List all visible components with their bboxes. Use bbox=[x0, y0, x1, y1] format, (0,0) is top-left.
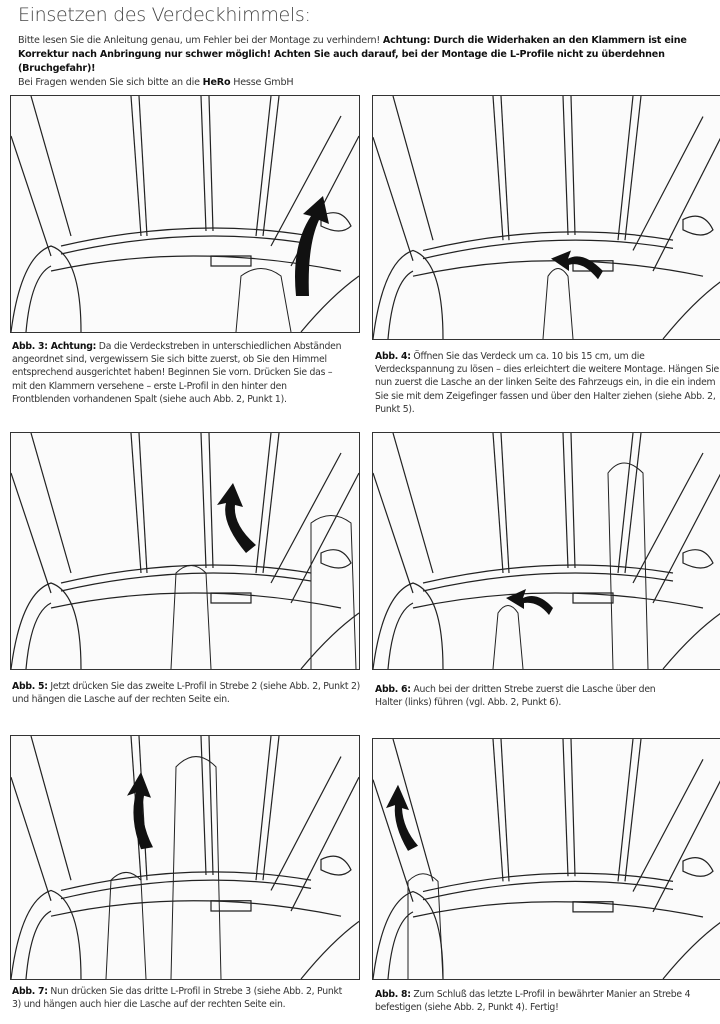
caption-text: Öffnen Sie das Verdeck um ca. 10 bis 15 … bbox=[375, 351, 719, 415]
caption-text: Auch bei der dritten Strebe zuerst die L… bbox=[375, 684, 656, 709]
caption-label: Abb. 3: bbox=[12, 341, 48, 352]
figure-8-illustration bbox=[372, 738, 720, 980]
caption-text: Jetzt drücken Sie das zweite L-Profil in… bbox=[12, 681, 361, 706]
arrow-icon bbox=[127, 772, 153, 850]
hand-drawing bbox=[407, 873, 444, 979]
figure-4-caption: Abb. 4: Öffnen Sie das Verdeck um ca. 10… bbox=[375, 350, 720, 416]
figure-4-illustration bbox=[372, 95, 720, 340]
arrow-icon bbox=[217, 483, 256, 553]
caption-text: Da die Verdeckstreben in unterschiedlich… bbox=[12, 341, 342, 405]
caption-lead: Achtung: bbox=[47, 341, 97, 352]
hands-drawing bbox=[105, 756, 222, 979]
caption-label: Abb. 4: bbox=[375, 351, 411, 362]
caption-text: Nun drücken Sie das dritte L-Profil in S… bbox=[12, 986, 343, 1011]
figure-8-caption: Abb. 8: Zum Schluß das letzte L-Profil i… bbox=[375, 988, 715, 1014]
caption-label: Abb. 7: bbox=[12, 986, 48, 997]
intro-sentence: Bitte lesen Sie die Anleitung genau, um … bbox=[18, 35, 383, 46]
hands-drawing bbox=[492, 462, 649, 669]
intro-contact: Bei Fragen wenden Sie sich bitte an die bbox=[18, 77, 203, 88]
arrow-icon bbox=[295, 196, 329, 296]
figure-3-caption: Abb. 3: Achtung: Da die Verdeckstreben i… bbox=[12, 340, 342, 406]
company-name: Hesse GmbH bbox=[230, 77, 294, 88]
arrow-icon bbox=[506, 589, 553, 615]
hands-drawing bbox=[170, 515, 357, 669]
hand-drawing bbox=[542, 267, 574, 339]
arrow-icon bbox=[551, 250, 603, 280]
figure-7-caption: Abb. 7: Nun drücken Sie das dritte L-Pro… bbox=[12, 985, 352, 1011]
figure-7-illustration bbox=[10, 735, 360, 980]
figure-6-caption: Abb. 6: Auch bei der dritten Strebe zuer… bbox=[375, 683, 665, 709]
figure-5-illustration bbox=[10, 432, 360, 670]
caption-text: Zum Schluß das letzte L-Profil in bewähr… bbox=[375, 989, 691, 1014]
brand-name: HeRo bbox=[202, 77, 231, 88]
figure-3-illustration bbox=[10, 95, 360, 333]
page-title: Einsetzen des Verdeckhimmels: bbox=[18, 4, 311, 26]
caption-label: Abb. 6: bbox=[375, 684, 411, 695]
caption-label: Abb. 5: bbox=[12, 681, 48, 692]
arrow-icon bbox=[386, 784, 418, 851]
figure-5-caption: Abb. 5: Jetzt drücken Sie das zweite L-P… bbox=[12, 680, 362, 706]
caption-label: Abb. 8: bbox=[375, 989, 411, 1000]
hands-drawing bbox=[235, 268, 292, 332]
intro-warning: Achtung: Durch die Widerhaken an den Kla… bbox=[18, 35, 687, 74]
intro-text: Bitte lesen Sie die Anleitung genau, um … bbox=[18, 34, 718, 90]
figure-6-illustration bbox=[372, 432, 720, 670]
